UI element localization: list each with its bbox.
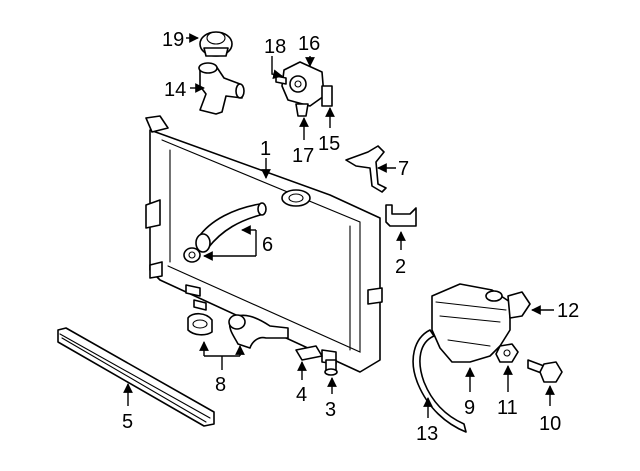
callout-14: 14 bbox=[164, 79, 186, 101]
part-5-air-seal bbox=[57, 327, 215, 427]
part-11-nut bbox=[495, 343, 519, 363]
callout-16: 16 bbox=[298, 33, 320, 55]
callout-19: 19 bbox=[162, 29, 184, 51]
leader-18 bbox=[271, 56, 283, 80]
callout-9: 9 bbox=[464, 397, 475, 419]
part-4-bracket bbox=[295, 345, 323, 361]
part-8-lower-hose bbox=[187, 312, 289, 349]
callout-4: 4 bbox=[296, 384, 307, 406]
callout-2: 2 bbox=[395, 256, 406, 278]
part-1-radiator bbox=[145, 115, 383, 373]
callout-11: 11 bbox=[497, 397, 518, 419]
part-14-water-outlet bbox=[198, 62, 245, 115]
part-7-bracket bbox=[345, 145, 387, 193]
callout-6: 6 bbox=[262, 234, 273, 256]
callout-10: 10 bbox=[539, 413, 561, 435]
callout-15: 15 bbox=[318, 133, 340, 155]
part-6-upper-hose bbox=[183, 202, 267, 263]
callout-3: 3 bbox=[325, 399, 336, 421]
callout-18: 18 bbox=[264, 36, 286, 58]
part-2-bracket bbox=[385, 204, 417, 227]
callout-7: 7 bbox=[398, 158, 409, 180]
callout-8: 8 bbox=[215, 374, 226, 396]
part-9-reservoir bbox=[431, 283, 531, 363]
callout-1: 1 bbox=[260, 138, 271, 160]
callout-labels: 1 2 3 4 5 6 7 8 9 10 11 12 13 14 15 16 1… bbox=[122, 29, 579, 445]
callout-5: 5 bbox=[122, 411, 133, 433]
part-13-overflow-hose bbox=[412, 329, 467, 433]
part-19-thermostat bbox=[199, 31, 233, 57]
callout-13: 13 bbox=[416, 423, 438, 445]
part-3-drain-plug bbox=[324, 359, 338, 376]
part-16-housing bbox=[275, 61, 333, 117]
callout-17: 17 bbox=[292, 145, 314, 167]
callout-12: 12 bbox=[557, 300, 579, 322]
part-10-bolt bbox=[527, 359, 563, 383]
leader-lines bbox=[123, 33, 555, 418]
